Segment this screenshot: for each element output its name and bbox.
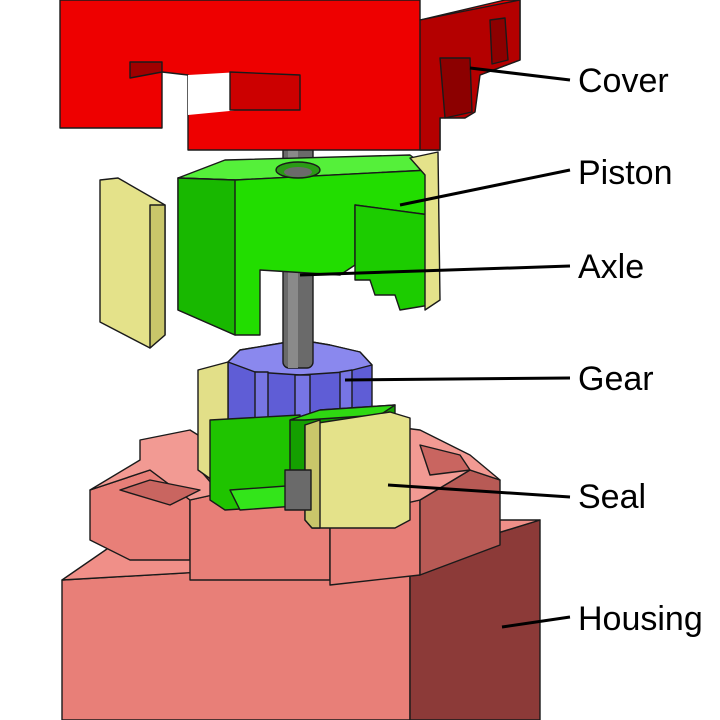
seal-floating-part <box>99 177 166 349</box>
label-gear: Gear <box>578 360 654 398</box>
label-axle: Axle <box>578 248 644 286</box>
label-housing: Housing <box>578 600 703 638</box>
leader-piston <box>399 168 571 207</box>
leader-axle <box>299 264 571 277</box>
label-piston: Piston <box>578 154 673 192</box>
leader-cover <box>469 66 571 82</box>
leader-lines <box>299 66 571 629</box>
label-seal: Seal <box>578 478 646 516</box>
piston-upper-part <box>177 154 431 336</box>
label-cover: Cover <box>578 62 669 100</box>
leader-housing <box>501 615 571 629</box>
seal-front-part <box>304 411 411 529</box>
leader-gear <box>344 376 571 382</box>
callout-labels: Cover Piston Axle Gear Seal Housing <box>578 62 703 638</box>
cover-part <box>59 0 521 151</box>
leader-seal <box>387 483 571 499</box>
